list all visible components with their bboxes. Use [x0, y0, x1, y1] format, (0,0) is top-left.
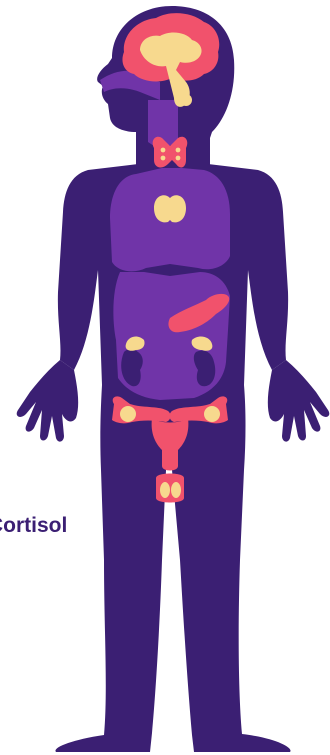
pineal-icon [180, 94, 192, 106]
thymus-icon [154, 195, 186, 222]
cortisol-label: Cortisol [0, 514, 67, 538]
testes-icon [156, 474, 184, 503]
